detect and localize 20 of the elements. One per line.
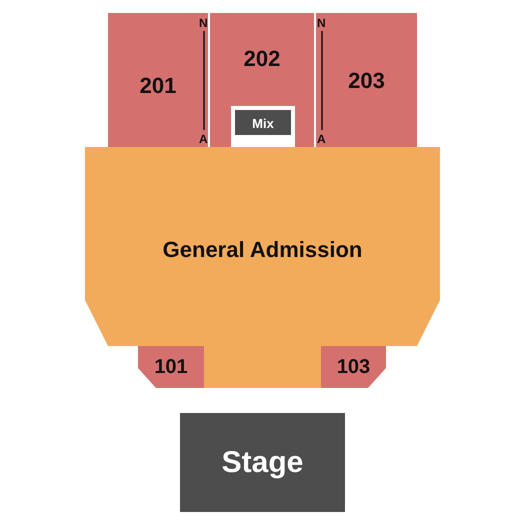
section-label: 201 <box>138 73 178 99</box>
section-label: 202 <box>242 46 282 72</box>
row-letter: N <box>199 16 208 30</box>
seating-section <box>138 346 204 388</box>
section-label: 101 <box>153 356 189 379</box>
section-label: Mix <box>251 116 275 131</box>
general-admission-area <box>85 147 440 388</box>
row-letter: A <box>317 132 326 146</box>
row-letter: A <box>199 132 208 146</box>
section-label: General Admission <box>162 237 364 263</box>
seating-section <box>108 13 208 147</box>
row-letter: N <box>317 16 326 30</box>
seating-section <box>210 13 314 147</box>
stage <box>180 413 345 512</box>
seating-section <box>321 346 386 388</box>
seating-section <box>316 13 417 147</box>
section-label: Stage <box>220 446 304 480</box>
section-label: 203 <box>347 68 386 94</box>
mix-position <box>231 106 295 147</box>
section-label: 103 <box>336 356 372 379</box>
